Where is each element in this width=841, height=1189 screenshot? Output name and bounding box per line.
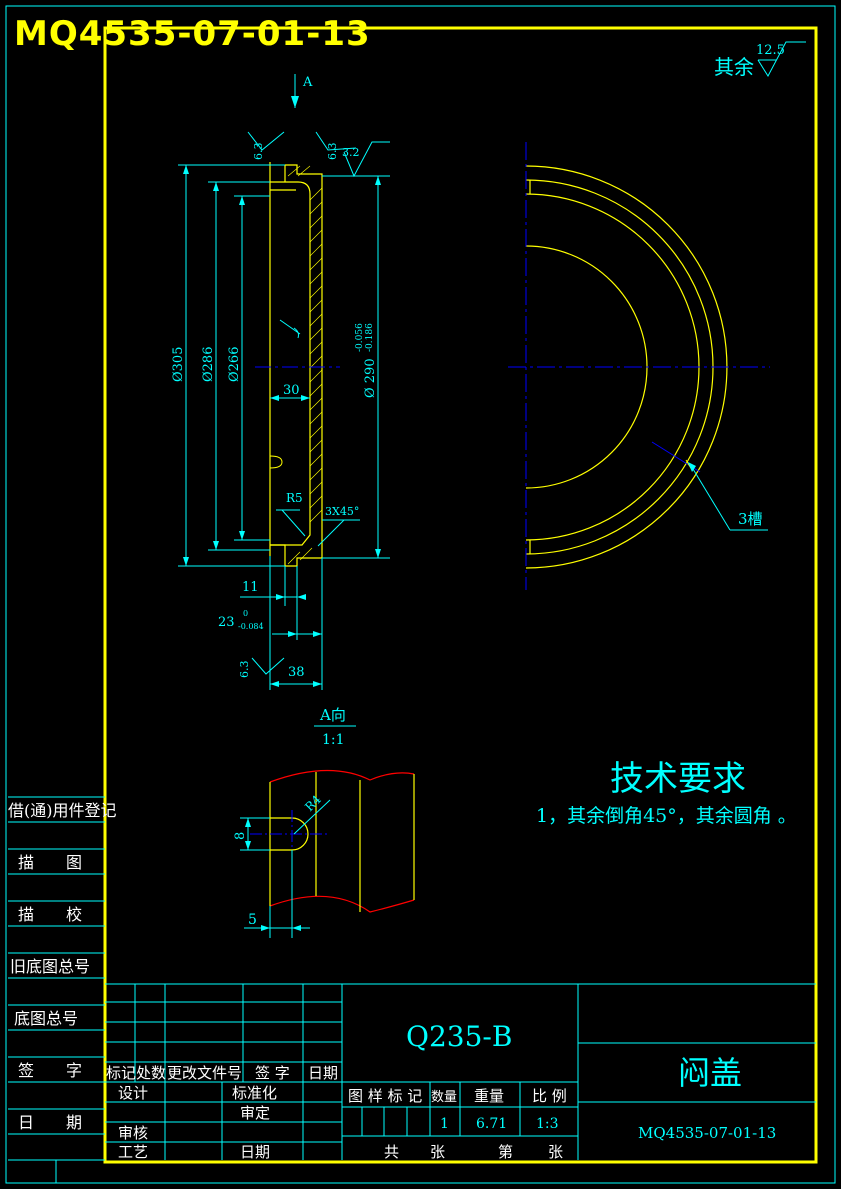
title-block	[105, 983, 816, 1160]
outer-border	[5, 5, 836, 1184]
info-header-scale: 比 例	[532, 1087, 567, 1105]
info-value-scale: 1:3	[536, 1116, 559, 1132]
side-table-cell-2: 描 图	[18, 853, 82, 872]
role-process: 工艺	[118, 1143, 148, 1161]
dim-w23-tol-lower: -0.084	[238, 622, 264, 631]
role-design: 设计	[118, 1084, 148, 1102]
dim-r5: R5	[286, 491, 303, 505]
role-review: 审核	[118, 1124, 148, 1142]
info-header-quantity: 数量	[431, 1090, 457, 1105]
side-table-cell-6: 签 字	[18, 1061, 82, 1080]
part-name: 闷盖	[678, 1054, 742, 1092]
side-table-cell-4: 旧底图总号	[10, 957, 90, 976]
dim-w23-tol-upper: 0	[243, 609, 248, 618]
dim-slots: 3槽	[738, 510, 763, 528]
role-standardize: 标准化	[232, 1084, 277, 1102]
dim-w30: 30	[283, 383, 300, 398]
finish-value-1: 6.3	[252, 143, 265, 161]
dim-d305: Ø305	[171, 347, 186, 382]
sheet-total-unit: 张	[430, 1143, 445, 1161]
info-value-quantity: 1	[440, 1116, 449, 1132]
surface-finish-other: 其余 12.5	[714, 41, 806, 79]
sheet-current-unit: 张	[548, 1143, 563, 1161]
surface-finish-other-value: 12.5	[756, 43, 785, 58]
sheet-total: 共	[384, 1143, 399, 1161]
side-table-cell-5: 底图总号	[14, 1009, 78, 1028]
info-value-weight: 6.71	[476, 1116, 507, 1132]
dim-d290-tol-lower: -0.186	[365, 323, 375, 352]
rev-header-sign: 签 字	[255, 1064, 290, 1082]
dim-d290-tol-upper: -0.056	[355, 323, 365, 352]
dim-w38: 38	[288, 665, 305, 680]
detail-view-title: A向	[319, 706, 346, 724]
finish-value-4: 6.3	[238, 661, 251, 679]
dim-w11: 11	[242, 580, 259, 595]
tech-requirements-line1: 1，其余倒角45°，其余圆角 。	[536, 805, 797, 827]
dim-detail-8: 8	[233, 832, 248, 840]
side-table-cell-7: 日 期	[18, 1113, 82, 1132]
side-table-cell-1: 借(通)用件登记	[8, 801, 117, 820]
side-table	[8, 796, 105, 1183]
front-view: 3槽	[508, 142, 770, 590]
section-view: A 6.3 6.3 3.2	[171, 74, 390, 690]
tech-requirements-title: 技术要求	[610, 759, 746, 799]
surface-finish-other-label: 其余	[714, 55, 754, 79]
rev-header-date: 日期	[308, 1064, 338, 1082]
detail-view-scale: 1:1	[322, 732, 345, 748]
drawing-number-header: MQ4535-07-01-13	[14, 14, 371, 54]
dim-detail-5: 5	[248, 912, 257, 928]
finish-value-3: 3.2	[342, 146, 360, 159]
dim-d266: Ø266	[227, 347, 242, 382]
sheet-current: 第	[498, 1143, 513, 1161]
detail-view-a: A向 1:1 R4 8 5	[233, 706, 415, 938]
inner-frame	[103, 26, 818, 1164]
rev-header-mark: 标记	[106, 1064, 136, 1082]
side-table-cell-3: 描 校	[18, 905, 82, 924]
rev-header-doc: 更改文件号	[167, 1064, 242, 1082]
role-date: 日期	[240, 1143, 270, 1161]
finish-value-2: 6.3	[326, 143, 339, 161]
dim-detail-r4: R4	[302, 792, 324, 814]
dim-d290: Ø 290	[363, 358, 378, 398]
material: Q235-B	[406, 1020, 512, 1053]
dim-d286: Ø286	[201, 347, 216, 382]
info-header-weight: 重量	[474, 1087, 504, 1105]
info-header-stage: 图 样 标 记	[348, 1087, 422, 1105]
dim-w23: 23	[218, 615, 235, 630]
drawing-number: MQ4535-07-01-13	[638, 1124, 776, 1142]
role-approve: 审定	[240, 1104, 270, 1122]
dim-chamfer: 3X45°	[325, 505, 359, 518]
view-arrow-label: A	[302, 75, 313, 90]
rev-header-count: 处数	[136, 1064, 166, 1082]
